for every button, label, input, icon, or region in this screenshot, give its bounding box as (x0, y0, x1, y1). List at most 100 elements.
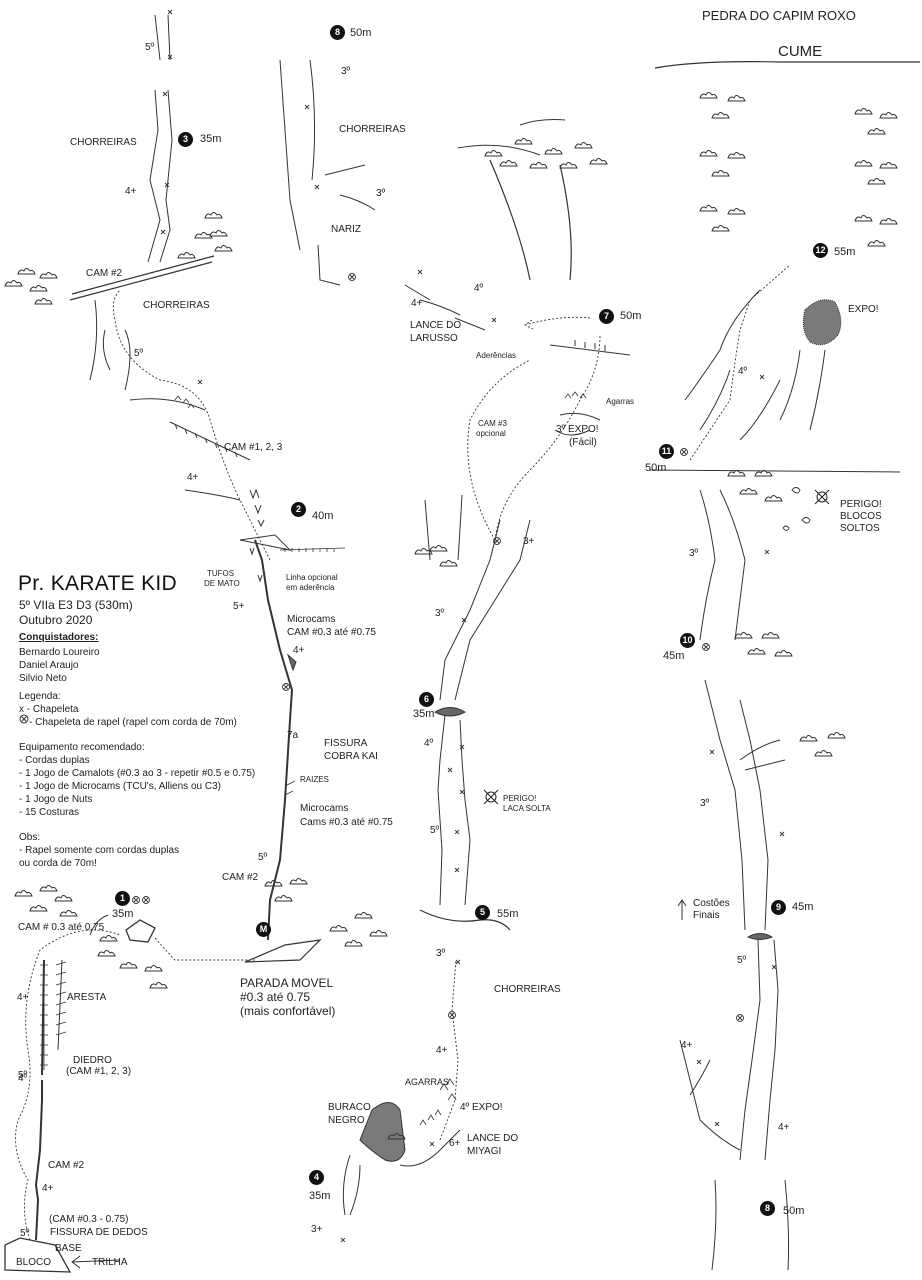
belay-marker: 10 (680, 633, 695, 648)
grade-label: 4+ (42, 1183, 54, 1194)
line-9-10 (704, 679, 746, 931)
s3-line-right (159, 89, 173, 263)
trilha-label: TRILHA (92, 1257, 128, 1268)
belay-length: 45m (663, 650, 685, 662)
grade-label: 3º (435, 608, 445, 619)
laca-solta-label: LACA SOLTA (503, 804, 551, 813)
equipment-item: - 15 Costuras (19, 807, 80, 818)
belay-length: 35m (309, 1190, 331, 1202)
upper-cliff (489, 159, 572, 281)
larusso-label: LARUSSO (410, 333, 458, 344)
grade-label: 4º (18, 1073, 28, 1084)
belay-marker: 6 (419, 692, 434, 707)
grade-label: 4+ (125, 186, 137, 197)
equipment-item: - 1 Jogo de Nuts (19, 794, 93, 805)
microcams-range-label: CAM #0.3 até #0.75 (287, 627, 376, 638)
fissura-dedos-label: FISSURA DE DEDOS (50, 1227, 148, 1238)
belay-marker: 9 (771, 900, 786, 915)
line-8-9 (739, 939, 761, 1161)
obs-item: - Rapel somente com cordas duplas (19, 845, 180, 856)
rapel-line-1 (15, 929, 121, 1241)
rappel-bolts (19, 273, 744, 1022)
expo-facil-label: (Fácil) (569, 437, 597, 448)
fissura-dedos-line (34, 1080, 43, 1241)
s3-line-left (147, 89, 161, 263)
grade-label: 4º (738, 366, 748, 377)
section-3 (279, 59, 376, 286)
agarras-label: AGARRAS (405, 1077, 450, 1087)
route-grade: 5º VIIa E3 D3 (530m) (19, 598, 133, 612)
traverse-line (154, 937, 255, 961)
chorreiras-label: CHORREIRAS (70, 137, 137, 148)
tufos-mark (249, 488, 265, 583)
raizes-label: RAIZES (300, 775, 329, 784)
equipment-item: - 1 Jogo de Camalots (#0.3 ao 3 - repeti… (19, 768, 256, 779)
diedro-label: DIEDRO (73, 1055, 112, 1066)
obs-header: Obs: (19, 832, 41, 843)
soltos-label: SOLTOS (840, 523, 880, 534)
cam-range-label: (CAM #0.3 - 0.75) (49, 1214, 129, 1225)
parada-range-label: #0.3 até 0.75 (240, 990, 311, 1004)
grade-label: 3º (341, 66, 351, 77)
belay-length: 40m (312, 510, 334, 522)
bloco-label: BLOCO (16, 1257, 52, 1268)
section-5 (649, 61, 920, 1271)
cobra-kai-label: COBRA KAI (324, 751, 378, 762)
belay-length: 50m (645, 462, 667, 474)
belay-length: 50m (350, 27, 372, 39)
miyagi-label: MIYAGI (467, 1146, 502, 1157)
aresta-line (57, 959, 63, 1051)
parada-conf-label: (mais confortável) (240, 1004, 336, 1018)
base-label: BASE (55, 1243, 82, 1254)
cam123-crack (169, 421, 251, 461)
belay-length: 35m (200, 133, 222, 145)
parada-movel-ledge (244, 939, 322, 963)
legend-item: - Chapeleta de rapel (rapel com corda de… (29, 717, 237, 728)
tufos-label-2: DE MATO (204, 579, 240, 588)
belay-length: 55m (497, 908, 519, 920)
expo-label: EXPO! (848, 304, 879, 315)
lance-larusso-label: LANCE DO (410, 320, 462, 331)
grade-label: 4+ (411, 298, 423, 309)
grade-label: 3+ (523, 536, 535, 547)
section-2 (69, 14, 346, 963)
grade-label: 3+ (311, 1224, 323, 1235)
grade-label: 7a (287, 730, 299, 741)
grade-label: 6+ (449, 1138, 461, 1149)
expo-label: 3º EXPO! (556, 424, 599, 435)
chorreiras-label: CHORREIRAS (494, 984, 561, 995)
belay-length: 35m (413, 708, 435, 720)
belay-marker: 7 (599, 309, 614, 324)
route-date: Outubro 2020 (19, 613, 93, 627)
belay-length: 35m (112, 908, 134, 920)
belay-length: 55m (834, 246, 856, 258)
equipment-item: - 1 Jogo de Microcams (TCU's, Alliens ou… (19, 781, 221, 792)
belay-marker: 4 (309, 1170, 324, 1185)
aresta-label: ARESTA (67, 992, 107, 1003)
costoes-arrow (677, 899, 687, 920)
grade-label: 5+ (233, 601, 245, 612)
rapel-line-2 (112, 289, 271, 561)
belay5-ledge (419, 909, 511, 931)
diedro-cams-label: (CAM #1, 2, 3) (66, 1066, 132, 1077)
cam3-label: CAM #3 (478, 419, 507, 428)
diedro-hatch (40, 960, 48, 1070)
grade-label: 5º (18, 1070, 28, 1081)
finais-label: Finais (693, 910, 720, 921)
trilha-arrow (71, 1255, 121, 1269)
belay-marker: 8 (330, 25, 345, 40)
expo-label: 4º EXPO! (460, 1102, 503, 1113)
belay1-rock (125, 919, 156, 943)
line-to-7 (494, 334, 601, 541)
nariz-mark (317, 244, 341, 286)
grade-label: 5º (134, 348, 144, 359)
crux-mark (286, 653, 297, 672)
grade-label: 5º (145, 42, 155, 53)
conquistador-name: Bernardo Loureiro (19, 647, 100, 658)
cam-03-075-label: CAM # 0.3 até 0.75 (18, 922, 105, 933)
legend-header: Legenda: (19, 691, 61, 702)
grade-label: 4+ (293, 645, 305, 656)
parada-movel-label: PARADA MOVEL (240, 976, 334, 990)
belay7-ledge (549, 340, 631, 356)
grade-label: 5º (20, 1228, 30, 1239)
